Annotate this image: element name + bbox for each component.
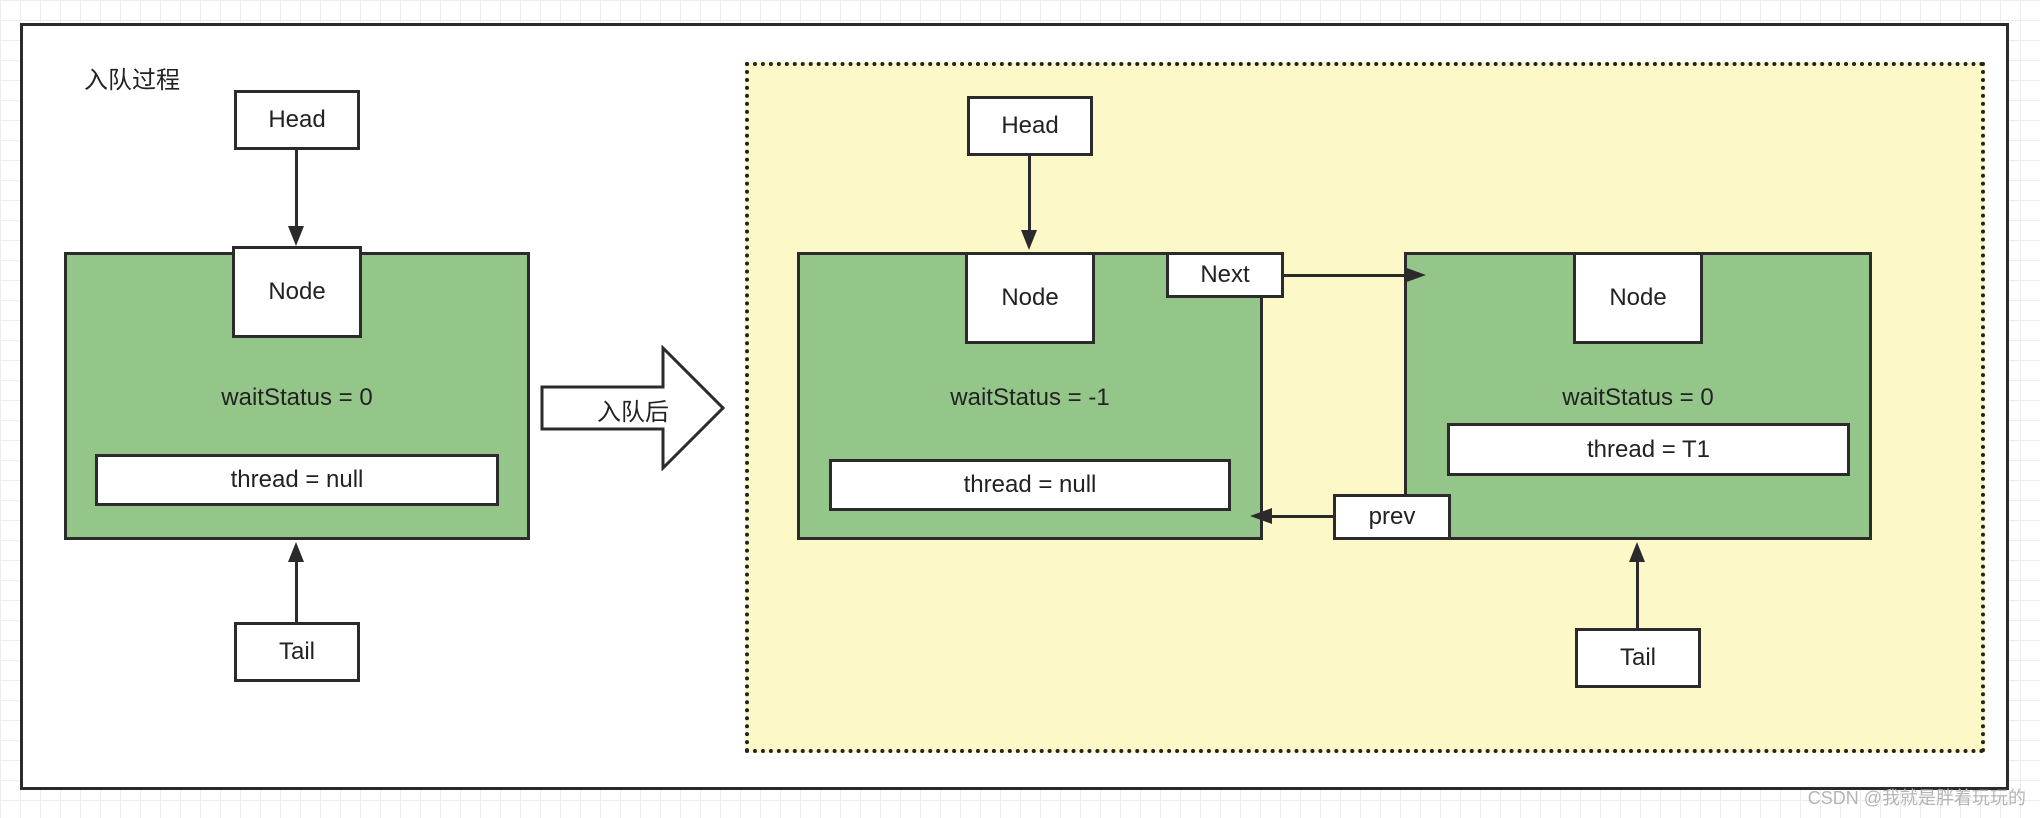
after-tail-arrowhead (1629, 542, 1645, 562)
after-node2-thread-box: thread = T1 (1447, 423, 1850, 476)
transition-arrow-icon (540, 345, 726, 471)
after-tail-box: Tail (1575, 628, 1701, 688)
after-tail-arrow-line (1636, 560, 1639, 628)
after-head-box: Head (967, 96, 1093, 156)
after-node2-wait-status: waitStatus = 0 (1562, 384, 1714, 411)
before-node-box: Node (232, 246, 362, 338)
after-node2-box: Node (1573, 252, 1703, 344)
prev-pointer-box: prev (1333, 494, 1451, 540)
after-node1-wait-status: waitStatus = -1 (950, 384, 1110, 411)
prev-arrow-line (1271, 515, 1333, 518)
before-tail-arrow-line (295, 560, 298, 622)
after-head-arrow-line (1028, 156, 1031, 232)
next-pointer-box: Next (1166, 252, 1284, 298)
after-node1-thread-box: thread = null (829, 459, 1231, 511)
before-head-box: Head (234, 90, 360, 150)
diagram-title: 入队过程 (84, 67, 180, 94)
before-head-arrowhead (288, 226, 304, 246)
before-tail-box: Tail (234, 622, 360, 682)
watermark: CSDN @我就是胖着玩玩的 (1807, 788, 2026, 808)
after-head-arrowhead (1021, 230, 1037, 250)
after-node1-box: Node (965, 252, 1095, 344)
before-thread-box: thread = null (95, 454, 499, 506)
next-arrow-line (1284, 274, 1406, 277)
transition-label: 入队后 (597, 399, 669, 426)
before-head-arrow-line (295, 150, 298, 228)
before-tail-arrowhead (288, 542, 304, 562)
prev-arrowhead (1250, 508, 1272, 524)
before-wait-status: waitStatus = 0 (221, 384, 373, 411)
next-arrowhead (1404, 267, 1426, 283)
